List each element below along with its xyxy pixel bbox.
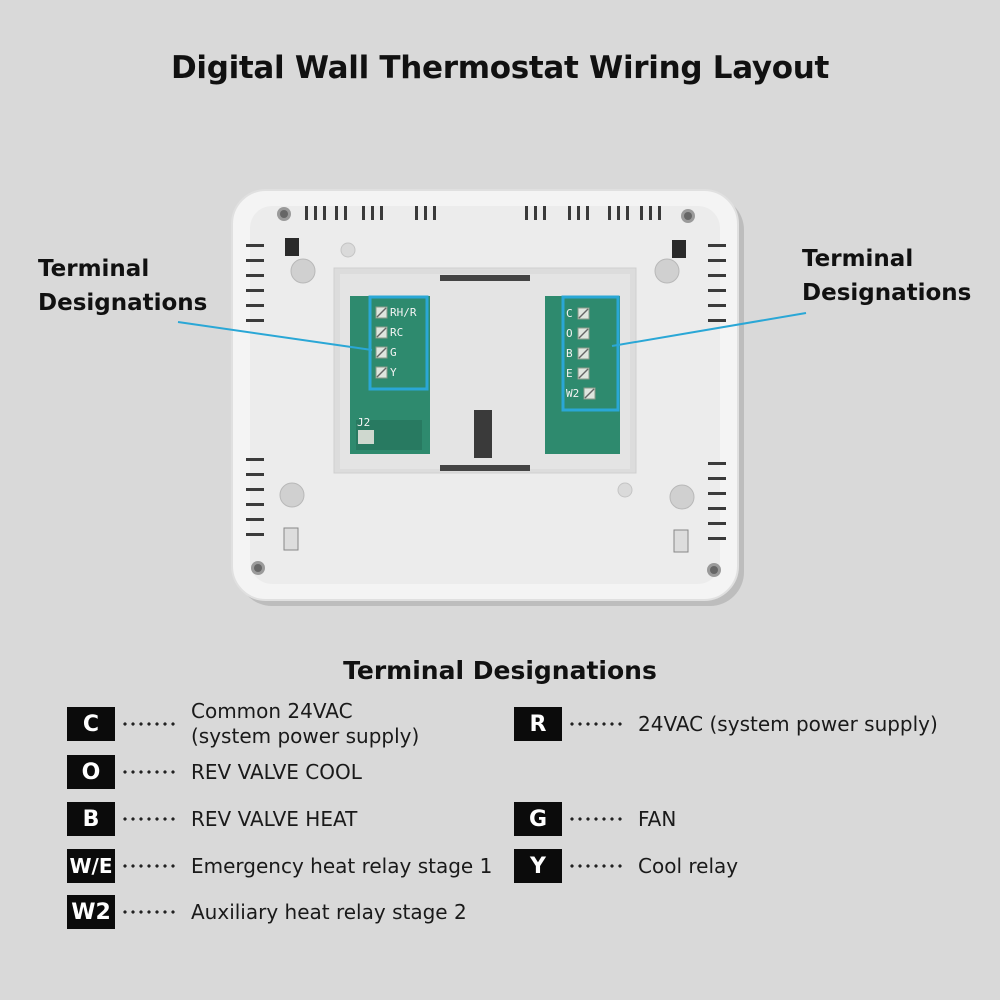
- legend-title: Terminal Designations: [343, 656, 657, 685]
- legend-desc-r: 24VAC (system power supply): [638, 711, 938, 736]
- legend-desc-we: Emergency heat relay stage 1: [191, 853, 493, 878]
- callout-left-line2: Designations: [38, 290, 208, 316]
- legend-leader-dots: [121, 722, 179, 726]
- legend-leader-dots: [121, 910, 179, 914]
- vent-slots: [246, 206, 726, 540]
- tab-bl: [283, 527, 299, 551]
- legend-desc-b: REV VALVE HEAT: [191, 806, 358, 831]
- legend-badge-we: W/E: [67, 849, 115, 883]
- callout-right: Terminal Designations: [802, 242, 971, 310]
- tab-tl: [285, 238, 299, 256]
- legend-desc-y: Cool relay: [638, 853, 739, 878]
- screw-bottom-left: [251, 561, 265, 575]
- terminal-label: Y: [390, 366, 397, 379]
- terminal-label: E: [566, 367, 573, 380]
- top-slot: [440, 275, 530, 281]
- highlight-box-left: [368, 295, 429, 391]
- pcb-label-j2: J2: [357, 416, 370, 429]
- terminal-label: RH/R: [390, 306, 417, 319]
- legend-badge-b: B: [67, 802, 115, 836]
- tab-br: [673, 529, 689, 553]
- legend-leader-dots: [121, 770, 179, 774]
- mount-hole-br: [669, 484, 695, 510]
- legend-desc-c: Common 24VAC(system power supply): [191, 699, 420, 748]
- terminal-label: W2: [566, 387, 579, 400]
- highlight-box-right: [561, 295, 620, 412]
- screw-bottom-right: [707, 563, 721, 577]
- mount-hole-tr: [654, 258, 680, 284]
- legend-desc-w2: Auxiliary heat relay stage 2: [191, 899, 467, 924]
- terminal-label: RC: [390, 326, 403, 339]
- terminal-label: C: [566, 307, 573, 320]
- legend-leader-dots: [568, 864, 626, 868]
- legend-badge-r: R: [514, 707, 562, 741]
- legend-desc-g: FAN: [638, 806, 677, 831]
- screw-top-left: [277, 207, 291, 221]
- terminal-label: B: [566, 347, 573, 360]
- legend-desc-o: REV VALVE COOL: [191, 759, 362, 784]
- legend-badge-o: O: [67, 755, 115, 789]
- callout-left-line1: Terminal: [38, 256, 150, 282]
- connector-j2: [358, 430, 374, 444]
- leader-line-right: [611, 312, 807, 347]
- callout-right-line1: Terminal: [802, 246, 914, 272]
- legend-badge-c: C: [67, 707, 115, 741]
- terminal-label: O: [566, 327, 573, 340]
- legend-leader-dots: [121, 864, 179, 868]
- legend-leader-dots: [568, 817, 626, 821]
- legend-badge-w2: W2: [67, 895, 115, 929]
- screw-top-right: [681, 209, 695, 223]
- callout-right-line2: Designations: [802, 280, 972, 306]
- callout-left: Terminal Designations: [38, 252, 207, 320]
- left-terminal-block: RH/R RC GY: [375, 306, 417, 379]
- legend-badge-g: G: [514, 802, 562, 836]
- tab-tr: [672, 240, 686, 258]
- page-title: Digital Wall Thermostat Wiring Layout: [170, 50, 830, 86]
- leader-line-left: [177, 321, 373, 351]
- legend-leader-dots: [121, 817, 179, 821]
- center-slot: [474, 410, 492, 458]
- legend-badge-y: Y: [514, 849, 562, 883]
- legend-leader-dots: [568, 722, 626, 726]
- terminal-label: G: [390, 346, 397, 359]
- bottom-slot: [440, 465, 530, 471]
- mount-hole-tl: [290, 258, 316, 284]
- mount-hole-bl: [279, 482, 305, 508]
